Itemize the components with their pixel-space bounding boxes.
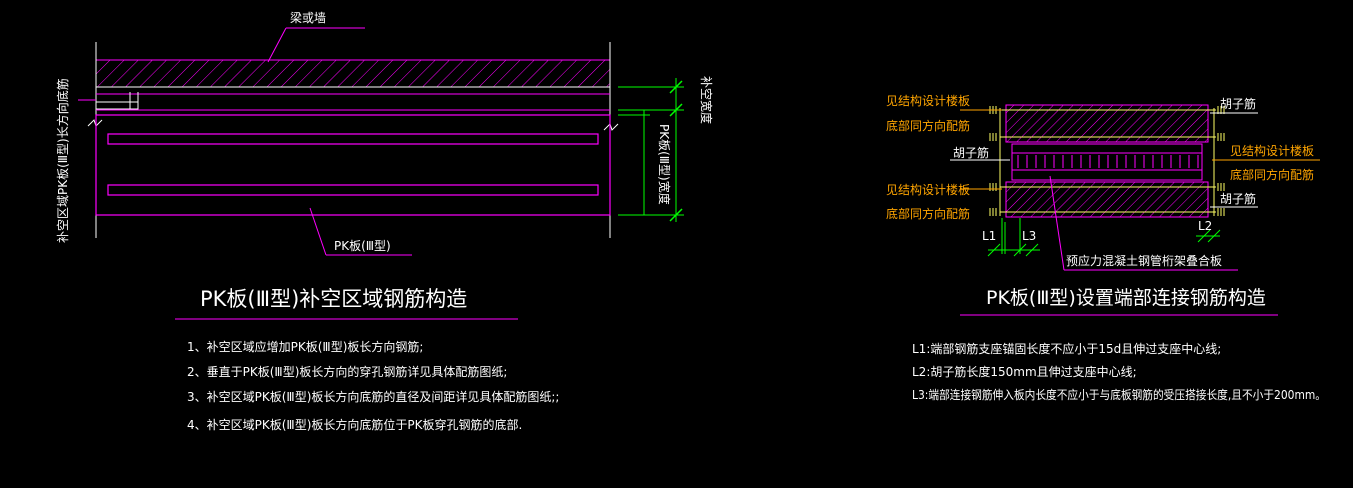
left-drawing: 梁或墙 PK板(Ⅲ型) 补空区域PK板(Ⅲ型)长方向底筋 补空宽度 PK板(Ⅲ型… bbox=[55, 10, 714, 432]
callout-top-line-1: 见结构设计楼板 bbox=[886, 93, 970, 108]
callout-bot-line-1: 见结构设计楼板 bbox=[886, 182, 970, 197]
pk-slab-outline bbox=[95, 114, 611, 216]
right-slab-leader bbox=[1049, 175, 1065, 271]
right-rebar-lines bbox=[999, 108, 1216, 216]
label-hook-bot: 胡子筋 bbox=[1220, 191, 1256, 206]
callout-bot-line-2: 底部同方向配筋 bbox=[886, 206, 970, 221]
left-note-3: 3、补空区域PK板(Ⅲ型)板长方向底筋的直径及间距详见具体配筋图纸;; bbox=[187, 389, 559, 404]
label-hook-top: 胡子筋 bbox=[1220, 96, 1256, 111]
callout-mid-line-2: 底部同方向配筋 bbox=[1230, 167, 1314, 182]
left-note-4: 4、补空区域PK板(Ⅲ型)板长方向底筋位于PK板穿孔钢筋的底部. bbox=[187, 417, 522, 432]
label-beam-or-wall: 梁或墙 bbox=[290, 10, 326, 25]
pk-slab-tube-bottom bbox=[107, 184, 599, 196]
right-note-l1: L1:端部钢筋支座锚固长度不应小于15d且伸过支座中心线; bbox=[912, 341, 1221, 356]
pk-slab-tube-top bbox=[107, 133, 599, 145]
label-hook-mid: 胡子筋 bbox=[953, 145, 989, 160]
beam-leader bbox=[267, 27, 287, 63]
label-dim-l3: L3 bbox=[1022, 229, 1036, 243]
slab-leader bbox=[309, 207, 327, 256]
right-note-l3: L3:端部连接钢筋伸入板内长度不应小于与底板钢筋的受压搭接长度,且不小于200m… bbox=[912, 387, 1326, 402]
right-note-l2: L2:胡子筋长度150mm且伸过支座中心线; bbox=[912, 364, 1137, 379]
left-note-1: 1、补空区域应增加PK板(Ⅲ型)板长方向钢筋; bbox=[187, 339, 423, 354]
right-dimensions bbox=[987, 218, 1221, 257]
label-pk-slab: PK板(Ⅲ型) bbox=[334, 239, 391, 253]
break-mark-right bbox=[603, 123, 619, 131]
break-mark-left bbox=[87, 119, 103, 127]
label-dim-l2: L2 bbox=[1198, 219, 1212, 233]
label-fill-zone-rebar: 补空区域PK板(Ⅲ型)长方向底筋 bbox=[55, 78, 70, 243]
callout-mid-line-1: 见结构设计楼板 bbox=[1230, 143, 1314, 158]
right-title: PK板(Ⅲ型)设置端部连接钢筋构造 bbox=[986, 287, 1266, 309]
label-pk-width: PK板(Ⅲ型)宽度 bbox=[657, 124, 672, 205]
left-note-2: 2、垂直于PK板(Ⅲ型)板长方向的穿孔钢筋详见具体配筋图纸; bbox=[187, 364, 507, 379]
left-title: PK板(Ⅲ型)补空区域钢筋构造 bbox=[200, 287, 467, 311]
label-dim-l1: L1 bbox=[982, 229, 996, 243]
right-slab-ticks bbox=[1017, 155, 1199, 168]
beam-hatched-band bbox=[95, 59, 611, 88]
label-fill-width: 补空宽度 bbox=[699, 76, 714, 124]
label-prestressed-slab: 预应力混凝土钢管桁架叠合板 bbox=[1066, 253, 1222, 268]
callout-top-line-2: 底部同方向配筋 bbox=[886, 118, 970, 133]
right-pk-slab bbox=[1011, 143, 1203, 181]
right-drawing: 见结构设计楼板 底部同方向配筋 见结构设计楼板 底部同方向配筋 见结构设计楼板 … bbox=[886, 93, 1326, 402]
right-hatched-bottom bbox=[1005, 181, 1209, 218]
right-hatched-top bbox=[1005, 104, 1209, 143]
